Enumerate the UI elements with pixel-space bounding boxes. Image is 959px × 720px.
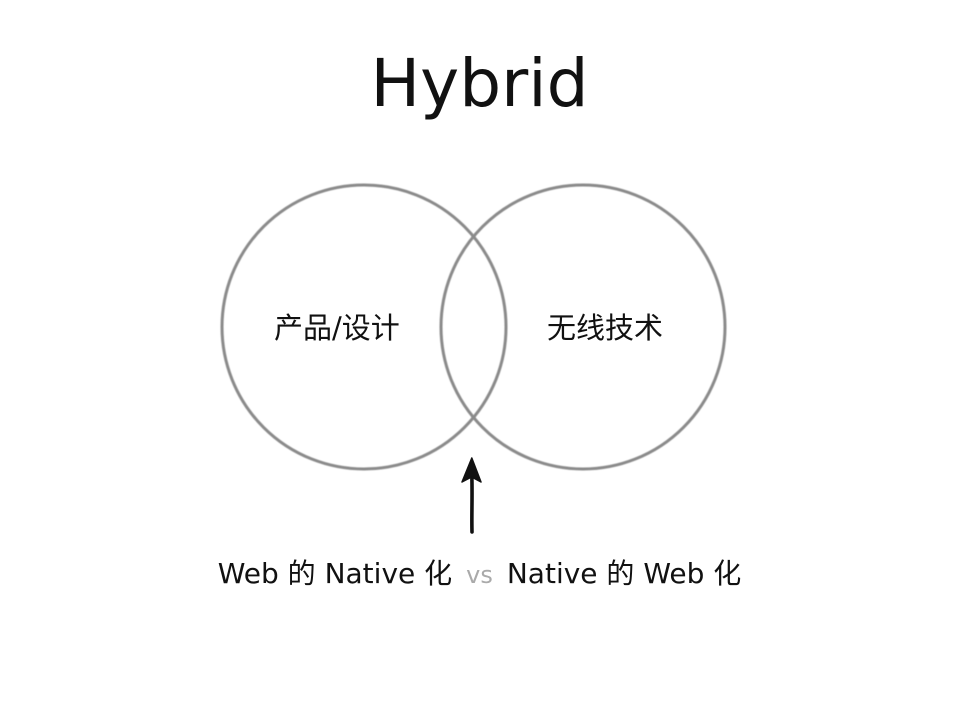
right-circle (439, 183, 727, 471)
up-arrow-icon (461, 457, 482, 534)
caption-right: Native 的 Web 化 (506, 557, 742, 590)
left-circle-label: 产品/设计 (274, 311, 400, 345)
caption: Web 的 Native 化 vs Native 的 Web 化 (0, 556, 959, 593)
caption-left: Web 的 Native 化 (217, 557, 453, 590)
slide-title: Hybrid (370, 45, 589, 122)
right-circle-label: 无线技术 (547, 311, 664, 345)
caption-separator: vs (466, 561, 493, 589)
left-circle (220, 183, 508, 471)
